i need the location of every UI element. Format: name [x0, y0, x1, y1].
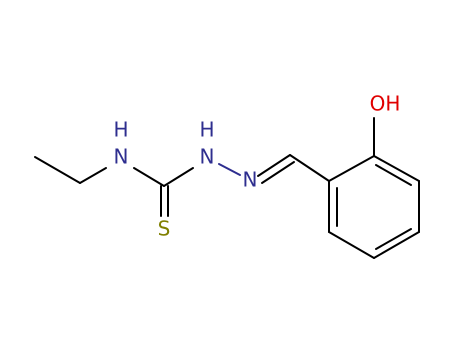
- bond-n1-c: [133, 167, 165, 187]
- bond-ch-ring: [289, 154, 330, 182]
- bond-layer: [34, 117, 420, 259]
- ring-bond-2: [373, 155, 420, 182]
- ring-bond-1: [328, 155, 375, 182]
- atom-s: S: [158, 217, 171, 241]
- atom-oh: OH: [370, 92, 401, 116]
- atom-n2-h: H: [199, 118, 214, 142]
- bond-ch3-ch2: [34, 156, 81, 184]
- bond-c-n2: [163, 167, 194, 187]
- bond-n3-ch-a: [257, 154, 291, 177]
- atom-n1: N: [114, 145, 129, 169]
- ring-inner-2: [375, 164, 412, 186]
- bond-n2-n3: [218, 163, 241, 176]
- ring-bond-5: [328, 231, 375, 259]
- atom-labels: H N H N N S OH: [113, 92, 400, 241]
- atom-n1-h: H: [113, 118, 128, 142]
- atom-n3: N: [243, 168, 258, 192]
- ring-inner-3: [375, 228, 412, 250]
- ring-bond-4: [373, 231, 420, 259]
- atom-n2: N: [200, 145, 215, 169]
- bond-n3-ch-b: [261, 161, 295, 184]
- bond-ch2-n1: [79, 167, 107, 184]
